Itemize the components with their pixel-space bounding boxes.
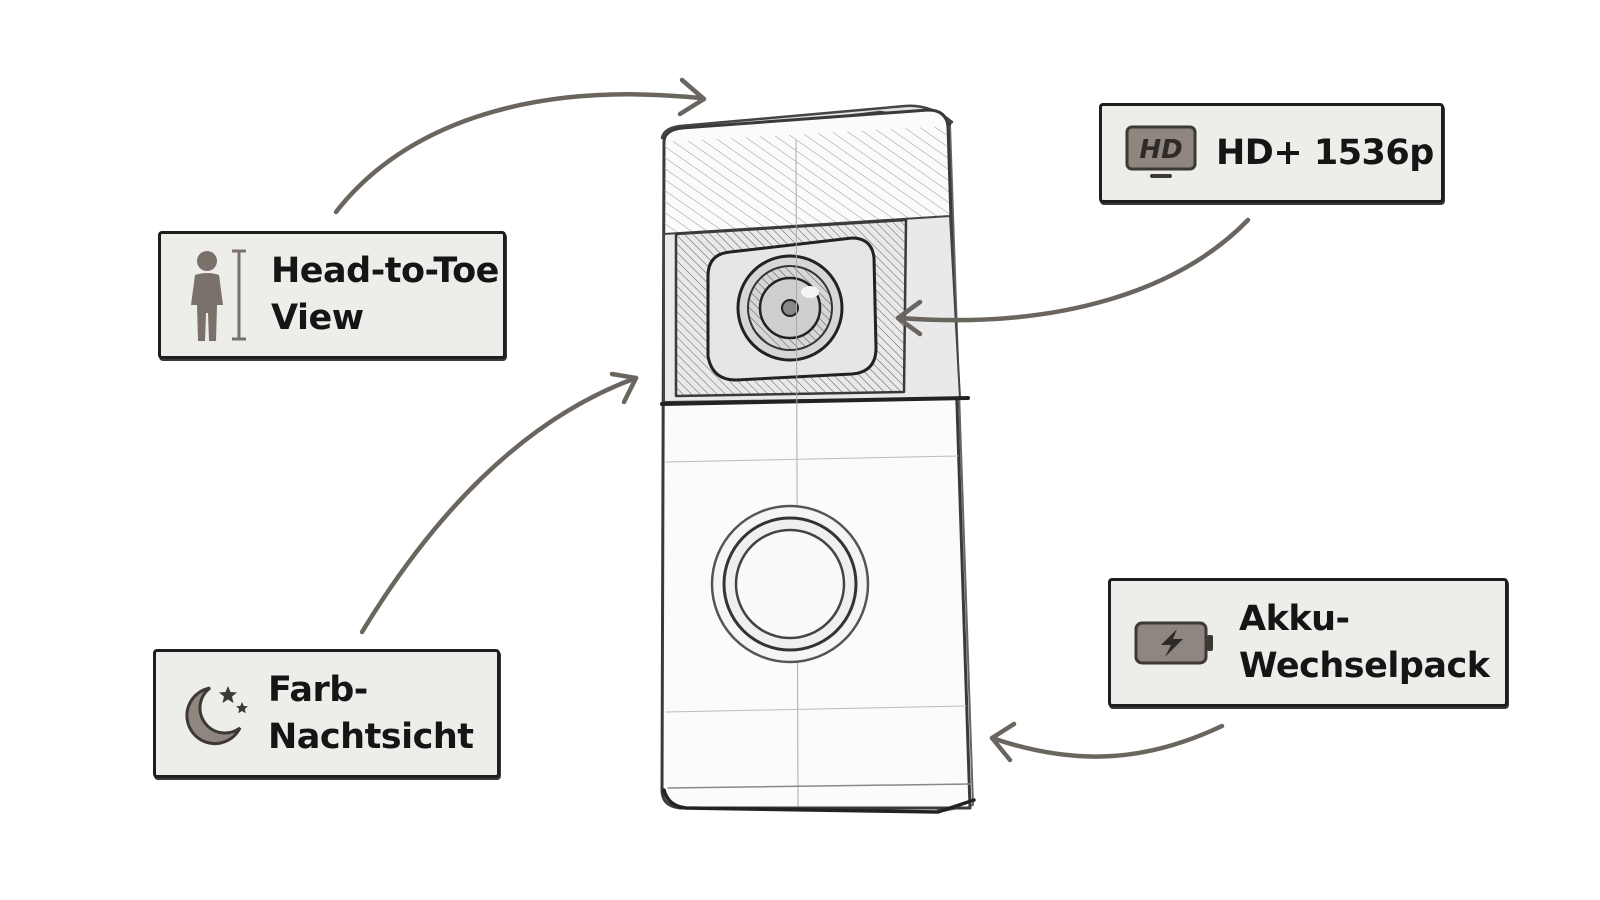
callout-label: Farb- Nachtsicht (268, 667, 474, 761)
callout-line: Wechselpack (1239, 645, 1490, 686)
callout-label: Akku- Wechselpack (1239, 596, 1490, 690)
hd-badge-text: HD (1139, 135, 1182, 165)
battery-charging-icon (1133, 619, 1215, 667)
hd-monitor-icon: HD (1124, 124, 1198, 182)
callout-line: Akku- (1239, 598, 1350, 639)
person-height-icon (185, 247, 249, 343)
pointer-arrows (333, 77, 1251, 763)
arrow-night-vision (359, 375, 639, 635)
callout-line: Farb- (268, 669, 368, 710)
doorbell-button-inner (734, 528, 846, 640)
callout-line: Nachtsicht (268, 716, 474, 757)
callout-label: Head-to-Toe View (271, 248, 499, 342)
callout-night-vision: Farb- Nachtsicht (153, 649, 500, 778)
callout-battery: Akku- Wechselpack (1108, 578, 1508, 707)
callout-hd-resolution: HD HD+ 1536p (1099, 103, 1444, 203)
moon-stars-icon (178, 678, 250, 750)
arrow-battery (989, 723, 1225, 759)
callout-line: View (271, 298, 364, 338)
arrow-hd (897, 217, 1251, 323)
callout-line: HD+ 1536p (1216, 132, 1434, 173)
callout-line: Head-to-Toe (271, 251, 499, 291)
callout-label: HD+ 1536p (1216, 130, 1434, 177)
doorbell-device (660, 104, 976, 814)
callout-head-to-toe: Head-to-Toe View (158, 231, 506, 359)
arrow-head-to-toe (333, 92, 703, 215)
